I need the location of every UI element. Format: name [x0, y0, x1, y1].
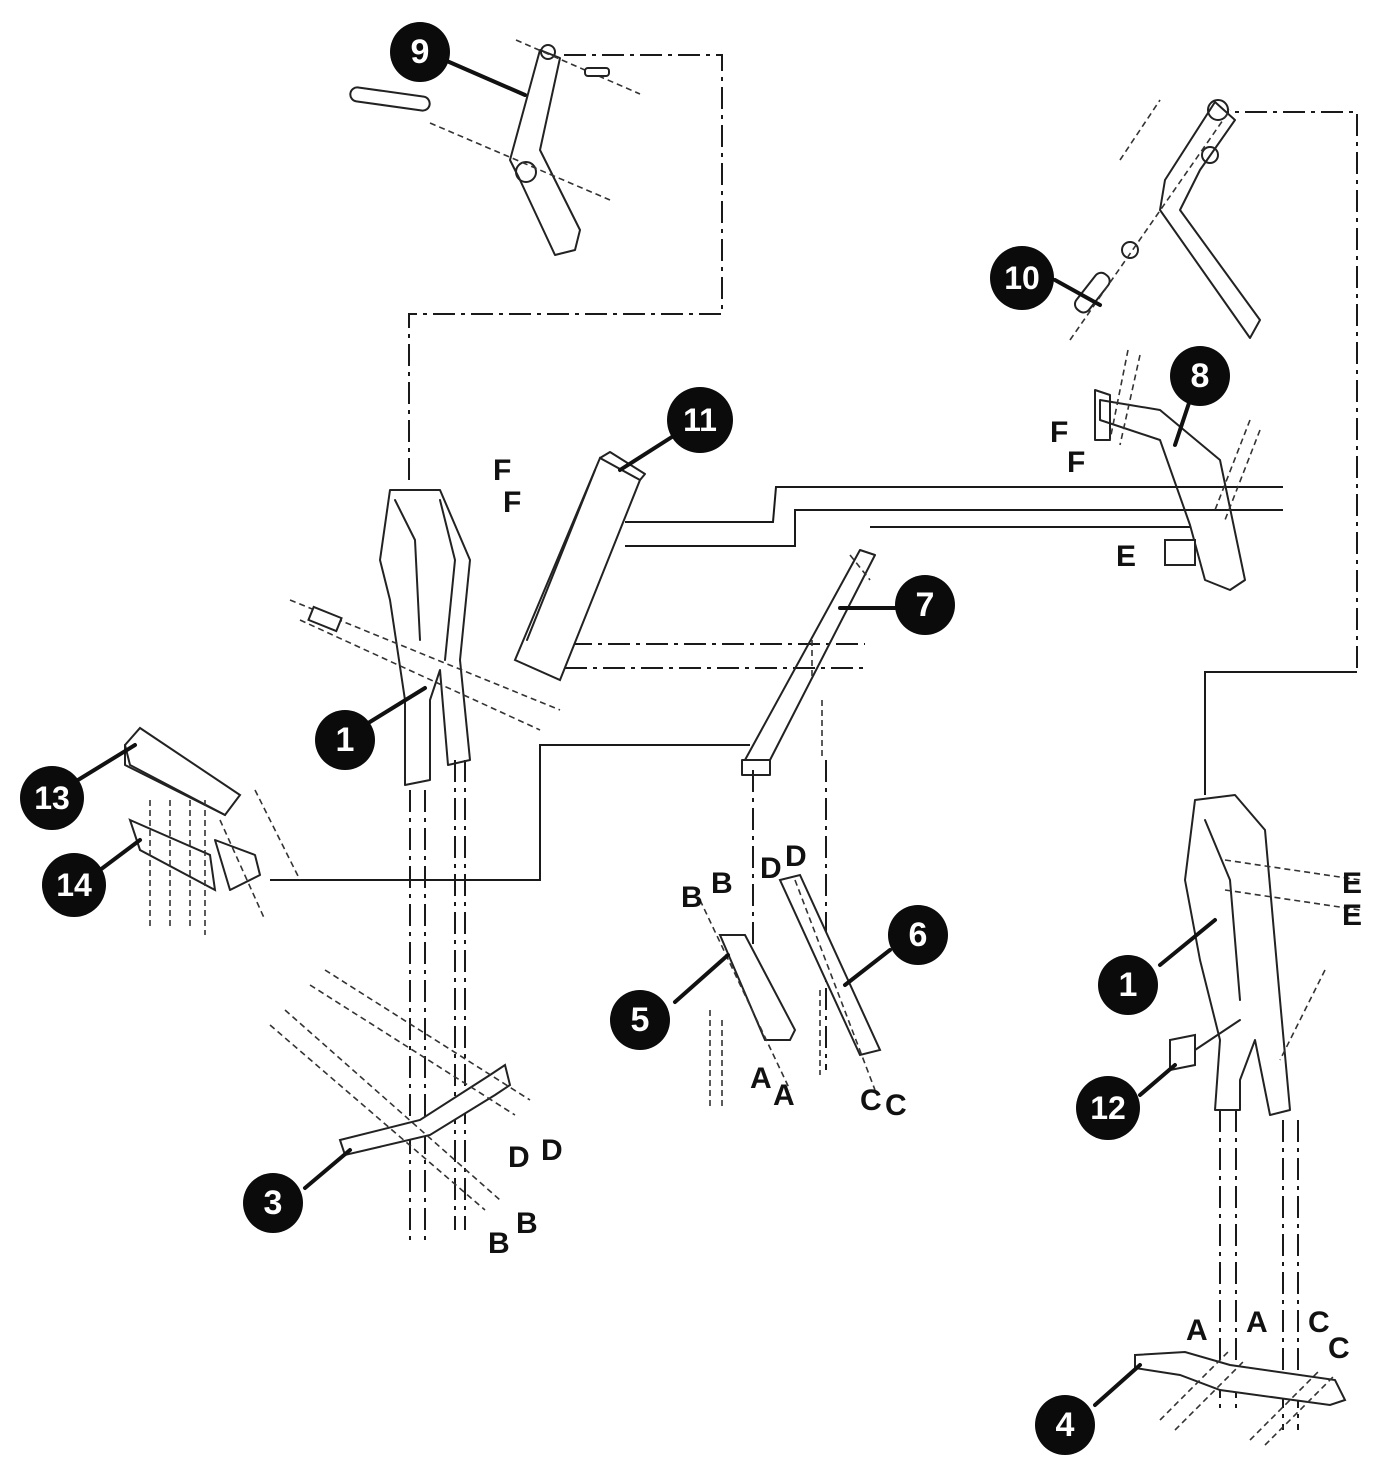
callout-3: 3: [243, 1148, 352, 1233]
part-5-rail-bracket: [699, 899, 797, 1110]
callout-3-number: 3: [264, 1184, 283, 1222]
callout-5-number: 5: [631, 1001, 650, 1039]
part-12-seat-pad: [513, 451, 646, 682]
connector-12-top: [625, 486, 1283, 523]
callout-11: 12: [1076, 1063, 1177, 1140]
part-6-rail-bracket: [778, 873, 882, 1091]
callout-10: 10: [990, 246, 1102, 310]
callout-1-left: 1: [315, 686, 427, 770]
connector-1r-to-10: [1204, 671, 1357, 795]
callout-13: 13: [20, 743, 137, 830]
label-c: C: [1308, 1306, 1330, 1339]
callout-9: 9: [390, 22, 527, 97]
callout-4: 4: [1035, 1363, 1142, 1455]
label-d: D: [760, 852, 782, 885]
callout-1-left-number: 1: [336, 721, 355, 759]
label-b: B: [516, 1207, 538, 1240]
label-f: F: [503, 486, 521, 519]
label-b: B: [711, 867, 733, 900]
callout-10-badge: [990, 246, 1054, 310]
callout-5: 5: [610, 953, 730, 1050]
label-a: A: [1186, 1314, 1208, 1347]
label-b: B: [681, 881, 703, 914]
callout-14-number: 14: [56, 867, 92, 903]
label-c: C: [1328, 1332, 1350, 1365]
part-4-rear-base: [1134, 1349, 1347, 1446]
connector-10-to-8: [1228, 111, 1358, 668]
callout-12: 11: [618, 387, 733, 472]
label-c: C: [885, 1089, 907, 1122]
callout-4-badge: [1035, 1395, 1095, 1455]
callout-8-number: 8: [1191, 357, 1210, 395]
callout-9-badge: [390, 22, 450, 82]
part-7-seat-rail: [741, 549, 876, 776]
callout-12-number: 11: [683, 402, 717, 438]
callout-14: 14: [42, 838, 142, 917]
callout-6-badge: [888, 905, 948, 965]
label-f: F: [1050, 416, 1068, 449]
part-8-rear-frame: [1094, 349, 1261, 591]
callout-9-number: 9: [411, 33, 430, 71]
callout-1-left-badge: [315, 710, 375, 770]
callout-5-badge: [610, 990, 670, 1050]
callout-3-badge: [243, 1173, 303, 1233]
connector-12-mid: [625, 509, 1283, 547]
label-f: F: [1067, 446, 1085, 479]
part-3-front-base: [269, 969, 531, 1211]
label-e: E: [1116, 540, 1136, 573]
callout-6: 6: [843, 905, 948, 987]
callout-6-number: 6: [909, 916, 928, 954]
callout-7-number: 7: [916, 586, 935, 624]
label-c: C: [860, 1084, 882, 1117]
part-10-handle-arm: [1069, 99, 1261, 341]
connection-lines: [270, 54, 1358, 1430]
callout-11-badge: [1076, 1076, 1140, 1140]
callout-1-right-number: 1: [1119, 966, 1138, 1004]
label-d: D: [785, 840, 807, 873]
callout-1-right-badge: [1098, 955, 1158, 1015]
callout-11-number: 12: [1090, 1090, 1126, 1126]
label-b: B: [488, 1227, 510, 1260]
part-1-right-upright: [1184, 794, 1361, 1116]
part-11-bracket: [1169, 1019, 1241, 1072]
label-a: A: [1246, 1306, 1268, 1339]
part-1-left-upright: [289, 489, 561, 786]
label-d: D: [541, 1134, 563, 1167]
callout-13-number: 13: [34, 780, 70, 816]
connector-9-to-1: [408, 54, 723, 480]
part-13-tray: [123, 726, 242, 817]
callout-12-badge: [667, 387, 733, 453]
callout-8-badge: [1170, 346, 1230, 406]
callout-13-badge: [20, 766, 84, 830]
callout-10-number: 10: [1004, 260, 1040, 296]
connector-14-to-7: [270, 744, 750, 881]
callout-1-right: 1: [1098, 918, 1217, 1015]
label-e: E: [1342, 867, 1362, 900]
part-9-pedal-arm: [349, 39, 641, 256]
callout-14-badge: [42, 853, 106, 917]
letter-labels: F F F F E E E B B D D A A C C D D B B A …: [488, 416, 1362, 1365]
label-a: A: [773, 1079, 795, 1112]
label-a: A: [750, 1062, 772, 1095]
label-d: D: [508, 1141, 530, 1174]
callout-7-badge: [895, 575, 955, 635]
part-14-bracket: [128, 789, 301, 935]
label-e: E: [1342, 899, 1362, 932]
callout-8: 8: [1170, 346, 1230, 447]
label-f: F: [493, 454, 511, 487]
callout-4-number: 4: [1056, 1406, 1075, 1444]
callout-7: 7: [838, 575, 955, 635]
